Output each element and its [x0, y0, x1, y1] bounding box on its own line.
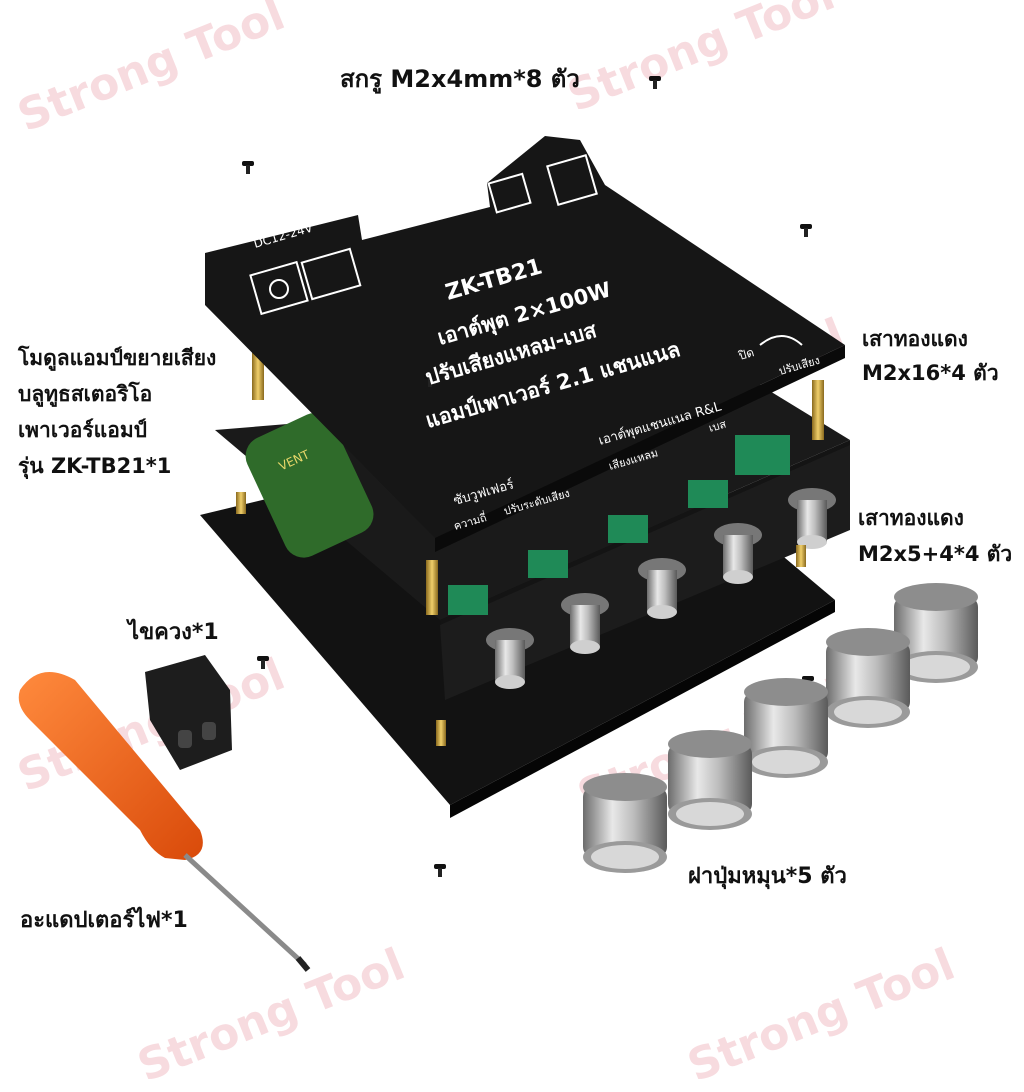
knob-cap [668, 730, 752, 830]
standoff-long-line: M2x16*4 ตัว [862, 361, 999, 385]
top-cover [205, 136, 845, 538]
standoff-short [236, 492, 246, 514]
module-label: โมดูลแอมป์ขยายเสียง บลูทูธสเตอริโอ เพาเว… [18, 340, 216, 484]
screw [800, 224, 812, 237]
screw [649, 76, 661, 89]
product-illustration: VENT DC12-24V ZK-TB21 เอาต์พุต 2×100W [18, 76, 978, 972]
knob-cap [826, 628, 910, 728]
module-label-line: รุ่น ZK-TB21*1 [18, 454, 172, 478]
module-label-line: เพาเวอร์แอมป์ [18, 418, 147, 442]
standoff-short [796, 545, 806, 567]
standoff-long [426, 560, 438, 615]
standoff-short [436, 720, 446, 746]
knob-cap [583, 773, 667, 873]
terminal [528, 550, 568, 578]
module-label-line: โมดูลแอมป์ขยายเสียง [18, 346, 217, 370]
knob-caps-label: ฝาปุ่มหมุน*5 ตัว [688, 864, 847, 889]
adapter-label: อะแดปเตอร์ไฟ*1 [20, 908, 188, 933]
standoff-long-label: เสาทองแดง M2x16*4 ตัว [862, 322, 999, 390]
standoff-long [812, 380, 824, 440]
terminal [448, 585, 488, 615]
module-label-line: บลูทูธสเตอริโอ [18, 382, 153, 406]
board-knob-off: ปิด [736, 345, 755, 363]
screw [242, 161, 254, 174]
terminal-plug [145, 655, 232, 770]
knob-cap [744, 678, 828, 778]
screwdriver [18, 672, 311, 972]
standoff-short-line: เสาทองแดง [858, 506, 964, 530]
board-bass-label: เบส [707, 417, 728, 434]
terminal [608, 515, 648, 543]
standoff-short-line: M2x5+4*4 ตัว [858, 542, 1013, 566]
standoff-short-label: เสาทองแดง M2x5+4*4 ตัว [858, 500, 1012, 572]
terminal [735, 435, 790, 475]
capacitor: VENT [245, 412, 374, 558]
terminal [688, 480, 728, 508]
screwdriver-label: ไขควง*1 [128, 620, 219, 645]
standoff-long-line: เสาทองแดง [862, 327, 968, 351]
screws-label: สกรู M2x4mm*8 ตัว [340, 65, 580, 93]
screw [257, 656, 269, 669]
screw [434, 864, 446, 877]
